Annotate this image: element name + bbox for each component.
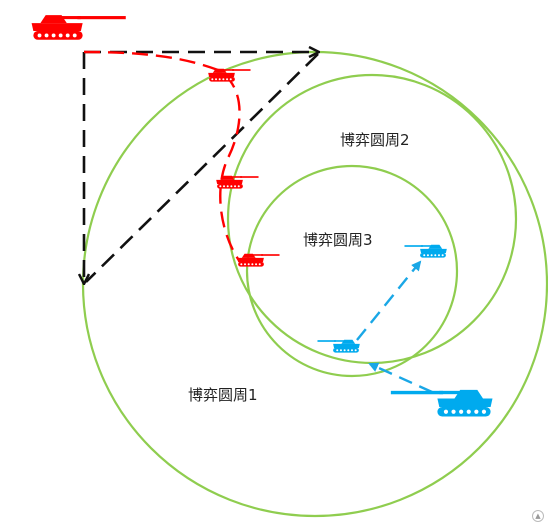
blue-advance-path: [356, 260, 422, 341]
blue-approach-path: [368, 362, 433, 394]
circle-1-label: 博弈圆周1: [188, 386, 258, 404]
triangle-up-icon: ▲: [532, 510, 544, 522]
red-tank-3: [237, 253, 280, 267]
blue-tank-2: [404, 244, 447, 258]
red-tank-2: [216, 175, 259, 189]
red-pursuit-path: [83, 50, 241, 263]
blue-tank-large: [390, 389, 493, 417]
blue-tank-1: [317, 339, 360, 353]
red-tank-large: [31, 15, 126, 40]
red-tank-1: [208, 68, 251, 82]
game-circle-3: [245, 164, 459, 378]
circle-2-label: 博弈圆周2: [340, 131, 410, 149]
triangle-hypotenuse: [85, 53, 319, 283]
circle-3-label: 博弈圆周3: [303, 231, 373, 249]
